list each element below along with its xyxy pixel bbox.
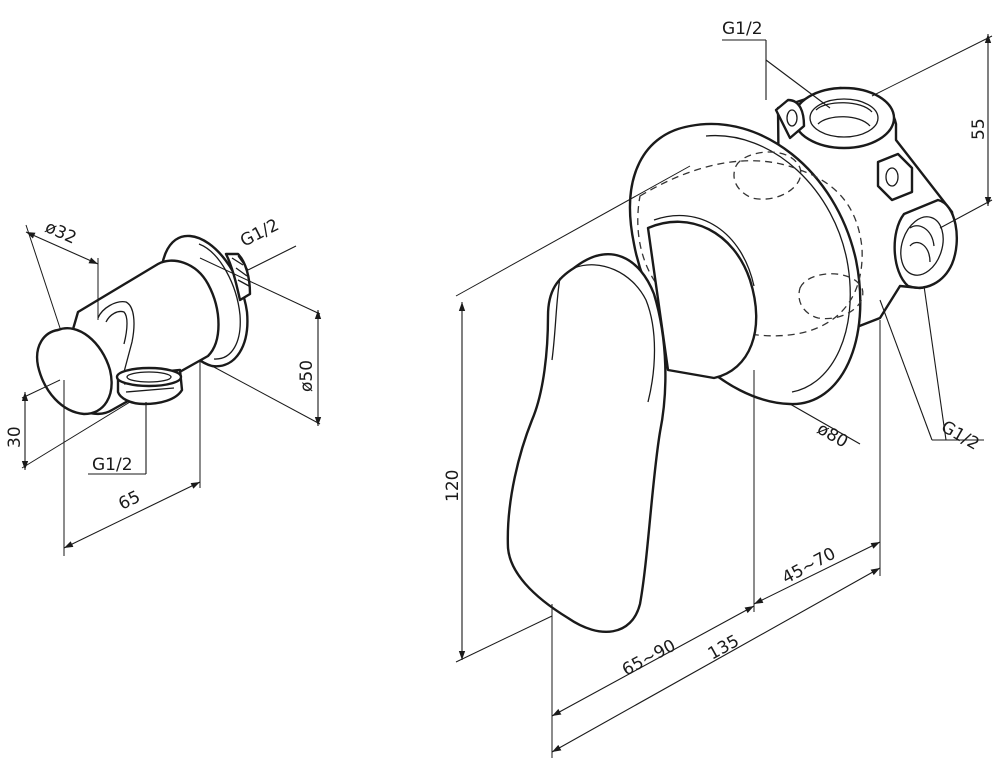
dim-outlet-d32: ø32	[42, 217, 79, 248]
dim-mixer-d80: ø80	[814, 419, 852, 452]
mixer-right-lug	[876, 152, 914, 202]
dim-mixer-g12-right: G1/2	[938, 417, 983, 455]
dim-outlet-w65: 65	[115, 487, 143, 514]
dim-outlet-h30: 30	[5, 426, 25, 448]
wall-outlet-drawing: ø32 G1/2 ø50 30 G1/2 65	[5, 215, 322, 556]
mixer-top-lug	[774, 98, 806, 140]
mixer-lever	[506, 253, 667, 633]
outlet-front-disc	[35, 327, 113, 416]
dim-mixer-r65-90: 65~90	[619, 636, 679, 681]
dim-outlet-g12-bottom: G1/2	[92, 455, 133, 475]
mixer-drawing: G1/2 55 G1/2 ø80 120 45~70 65~90 135	[443, 19, 993, 758]
mixer-boss	[646, 220, 758, 380]
mixer-right-inlet	[893, 198, 959, 289]
dim-outlet-g12-top: G1/2	[237, 215, 282, 251]
outlet-rear-thread	[224, 252, 252, 302]
dim-mixer-r45-70: 45~70	[779, 544, 839, 589]
mixer-top-inlet	[792, 86, 896, 150]
dim-outlet-d50: ø50	[297, 360, 317, 392]
dim-mixer-h55: 55	[969, 118, 989, 140]
dim-mixer-w135: 135	[705, 631, 743, 664]
dim-mixer-g12-top: G1/2	[722, 19, 763, 39]
dim-mixer-h120: 120	[443, 470, 463, 502]
